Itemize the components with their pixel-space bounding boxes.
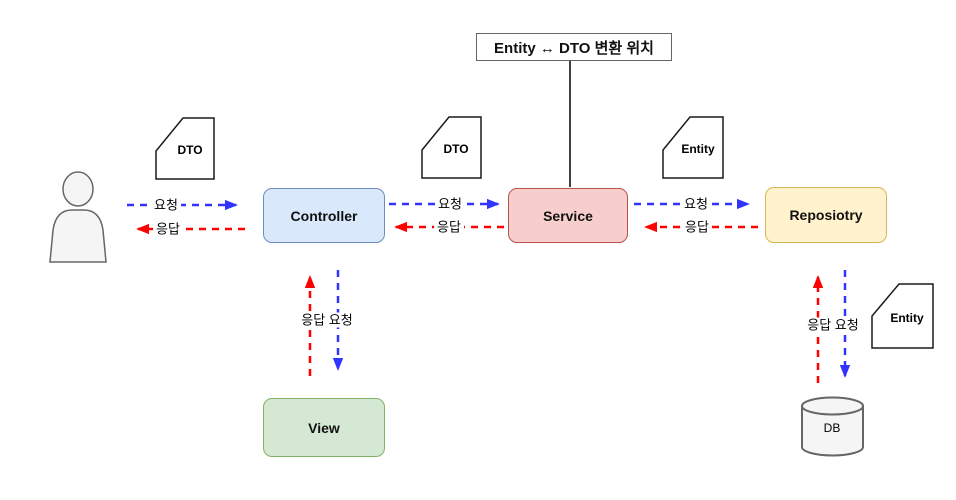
repository-node: Reposiotry bbox=[765, 187, 887, 243]
updown-label-controller-view: 응답 요청 bbox=[298, 312, 356, 328]
request-label-user-controller: 요청 bbox=[151, 197, 181, 213]
person-icon bbox=[49, 171, 107, 263]
entity-card-label-1: Entity bbox=[681, 142, 715, 156]
view-label: View bbox=[308, 419, 340, 436]
annotation-label: Entity ↔ DTO 변환 위치 bbox=[494, 39, 654, 57]
request-label-service-repository: 요청 bbox=[681, 196, 711, 212]
dto-card-label-1: DTO bbox=[177, 143, 203, 157]
request-label-controller-service: 요청 bbox=[435, 196, 465, 212]
response-label-service-controller: 응답 bbox=[434, 219, 464, 235]
response-label-controller-user: 응답 bbox=[153, 221, 183, 237]
controller-node: Controller bbox=[263, 188, 385, 243]
db-cylinder bbox=[801, 396, 864, 457]
entity-card-repository-db bbox=[871, 283, 934, 349]
entity-card-service-repository bbox=[662, 116, 724, 179]
service-label: Service bbox=[543, 207, 593, 224]
annotation-box: Entity ↔ DTO 변환 위치 bbox=[476, 33, 672, 61]
updown-label-repository-db: 응답 요청 bbox=[804, 317, 862, 333]
response-label-repository-service: 응답 bbox=[682, 219, 712, 235]
dto-card-user-controller bbox=[155, 117, 215, 180]
dto-card-label-2: DTO bbox=[443, 142, 469, 156]
view-node: View bbox=[263, 398, 385, 457]
controller-label: Controller bbox=[290, 207, 358, 224]
entity-card-label-2: Entity bbox=[890, 311, 924, 325]
service-node: Service bbox=[508, 188, 628, 243]
repository-label: Reposiotry bbox=[789, 207, 863, 223]
dto-card-controller-service bbox=[421, 116, 482, 179]
db-label: DB bbox=[823, 421, 841, 435]
